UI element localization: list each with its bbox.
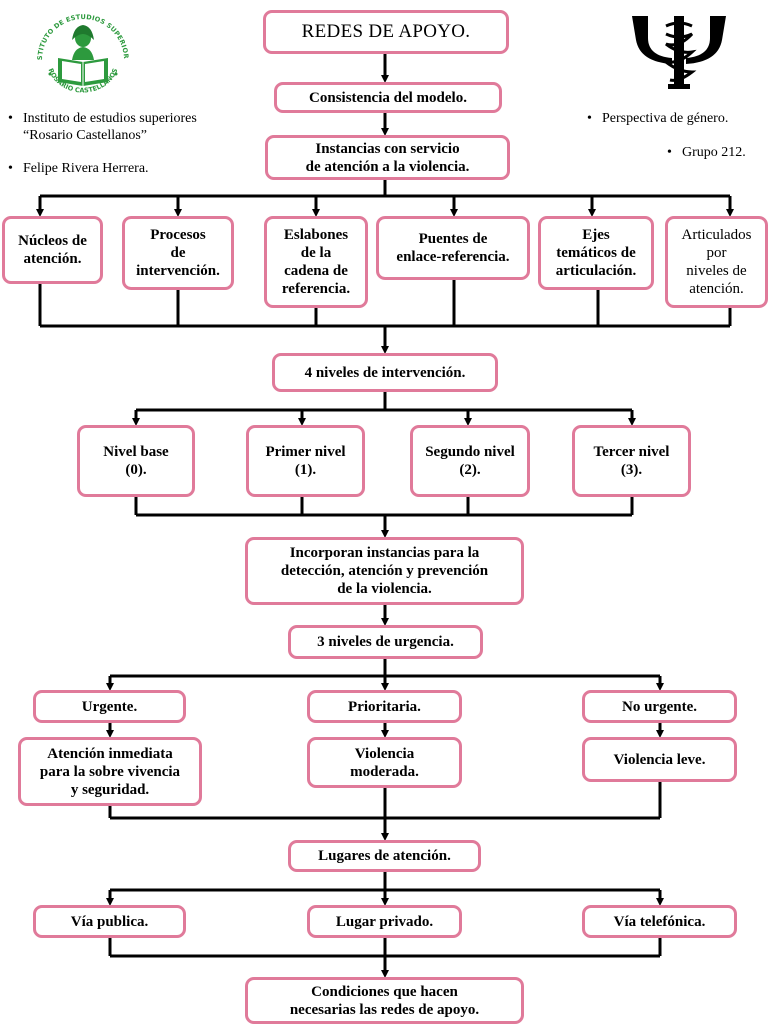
institute-logo: INSTITUTO DE ESTUDIOS SUPERIORES ROSARIO… — [25, 6, 138, 100]
institute-info: • Instituto de estudios superiores “Rosa… — [8, 110, 263, 144]
institute-name: Instituto de estudios superiores “Rosari… — [23, 111, 197, 143]
node-articulados: Articulados por niveles de atención. — [665, 216, 768, 308]
institute-seal-icon: INSTITUTO DE ESTUDIOS SUPERIORES ROSARIO… — [25, 6, 130, 95]
node-via-publica: Vía publica. — [33, 905, 186, 938]
node-procesos: Procesos de intervención. — [122, 216, 234, 290]
node-nucleos: Núcleos de atención. — [2, 216, 103, 284]
node-atencion-inmediata: Atención inmediata para la sobre vivenci… — [18, 737, 202, 806]
group-info: • Grupo 212. — [667, 144, 767, 161]
node-incorporan: Incorporan instancias para la detección,… — [245, 537, 524, 605]
group-name: Grupo 212. — [682, 145, 746, 160]
node-eslabones: Eslabones de la cadena de referencia. — [264, 216, 368, 308]
node-violencia-moderada: Violencia moderada. — [307, 737, 462, 788]
node-lugares: Lugares de atención. — [288, 840, 481, 872]
node-ejes: Ejes temáticos de articulación. — [538, 216, 654, 290]
node-prioritaria: Prioritaria. — [307, 690, 462, 723]
node-nivel0: Nivel base (0). — [77, 425, 195, 497]
author-info: • Felipe Rivera Herrera. — [8, 160, 263, 177]
node-consistencia: Consistencia del modelo. — [274, 82, 502, 113]
bullet-icon: • — [667, 145, 672, 160]
bullet-icon: • — [587, 111, 592, 126]
node-puentes: Puentes de enlace-referencia. — [376, 216, 530, 280]
node-urgencia3: 3 niveles de urgencia. — [288, 625, 483, 659]
subject-name: Perspectiva de género. — [602, 111, 729, 126]
node-urgente: Urgente. — [33, 690, 186, 723]
node-nivel3: Tercer nivel (3). — [572, 425, 691, 497]
psi-logo — [630, 14, 728, 90]
title-box: REDES DE APOYO. — [263, 10, 509, 54]
psychology-psi-icon — [632, 16, 726, 89]
node-instancias: Instancias con servicio de atención a la… — [265, 135, 510, 180]
node-lugar-privado: Lugar privado. — [307, 905, 462, 938]
node-nivel1: Primer nivel (1). — [246, 425, 365, 497]
bullet-icon: • — [8, 161, 13, 176]
node-nourgente: No urgente. — [582, 690, 737, 723]
node-violencia-leve: Violencia leve. — [582, 737, 737, 782]
node-condiciones: Condiciones que hacen necesarias las red… — [245, 977, 524, 1024]
node-nivel2: Segundo nivel (2). — [410, 425, 530, 497]
bullet-icon: • — [8, 111, 13, 126]
subject-info: • Perspectiva de género. — [587, 110, 767, 127]
node-via-telefonica: Vía telefónica. — [582, 905, 737, 938]
node-niveles4: 4 niveles de intervención. — [272, 353, 498, 392]
author-name: Felipe Rivera Herrera. — [23, 161, 149, 176]
